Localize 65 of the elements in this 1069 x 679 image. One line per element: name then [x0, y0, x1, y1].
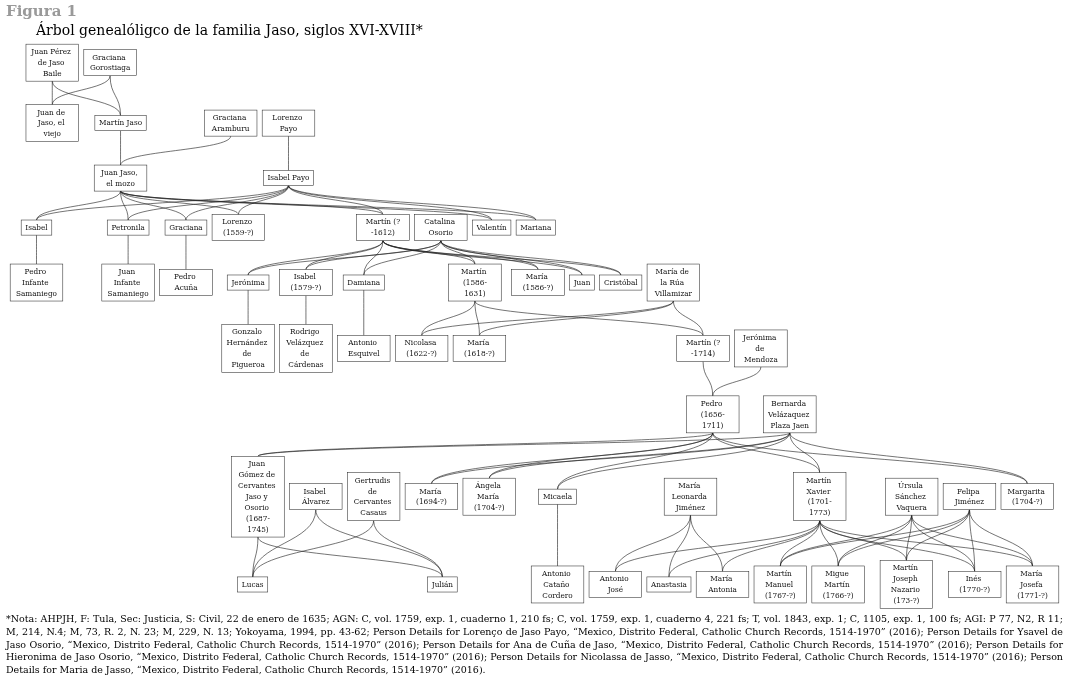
connector	[911, 515, 1033, 567]
connector	[382, 240, 622, 276]
connector	[288, 185, 537, 221]
connector	[431, 432, 714, 485]
connector	[969, 509, 1033, 567]
connector	[488, 432, 791, 479]
connector	[780, 515, 912, 567]
connector	[722, 520, 820, 572]
figure-number: Figura 1	[6, 2, 79, 20]
connector	[789, 432, 1028, 485]
connector	[36, 234, 37, 265]
connector	[51, 75, 111, 106]
connector	[421, 300, 674, 336]
connector	[789, 432, 820, 474]
connector	[615, 520, 820, 572]
connector	[615, 515, 691, 572]
connector	[247, 240, 384, 276]
connector	[780, 509, 970, 567]
connector	[440, 240, 622, 276]
connector	[120, 190, 187, 221]
connector	[819, 520, 1033, 567]
connector	[185, 185, 289, 221]
connector	[837, 509, 970, 567]
connector	[690, 515, 723, 572]
connector	[474, 300, 480, 336]
connector	[257, 536, 443, 578]
connector	[252, 520, 374, 578]
connector	[557, 432, 714, 490]
connector	[288, 185, 384, 215]
connector	[479, 300, 674, 336]
connector	[819, 520, 839, 567]
connector	[120, 190, 384, 215]
connector	[36, 185, 289, 221]
connector	[363, 289, 365, 336]
connector	[712, 432, 1028, 485]
connector	[474, 300, 704, 336]
connector	[431, 432, 791, 485]
figure-title: Árbol genealóligco de la familia Jaso, siglos XVI-XVIII*	[36, 22, 423, 38]
connector	[363, 240, 384, 276]
connector	[363, 240, 442, 276]
connector	[557, 504, 558, 567]
connector	[906, 509, 970, 561]
connector	[127, 185, 289, 221]
connector	[120, 130, 121, 166]
connector	[305, 240, 442, 270]
connector	[247, 240, 442, 276]
connector	[557, 432, 791, 490]
connector	[36, 190, 121, 221]
connector	[120, 135, 231, 166]
connector	[238, 185, 289, 215]
connector	[440, 240, 583, 276]
connector	[315, 509, 443, 578]
connector	[120, 190, 239, 215]
connector	[712, 366, 762, 397]
connector	[51, 81, 121, 117]
connector	[288, 135, 289, 171]
connector	[373, 520, 443, 578]
connector	[673, 300, 704, 336]
source-note: *Nota: AHPJH, F: Tula, Sec: Justicia, S: Civil, 22 de enero de 1635; AGN: C, vol. 1759, exp. 1, cuaderno 1, 210 fs; C, vol. 1759, exp. 1, cuaderno 4, 221 fs; T, vol. 1843, exp. 1; C, 1105, exp. 1, 100 fs; AGI: P 77, N2, R 11; M, 214, N.4; M, 73, R. 2, N. 23; M, 229, N. 13; Yokoyama, 1994, pp. 43-62; Person Details for Lorenço de Jaso Payo, “Mexico, Distrito Federal, Catholic Church Records, 1514-1970” (2016); Person Details for Ysavel de Jaso Osorio, “Mexico, Distrito Federal, Catholic Church Records, 1514-1970” (2016); Person Details for Ana de Cuña de Jaso, “Mexico, Distrito Federal, Catholic Church Records, 1514-1970” (2016); Person Details for Hieronima de Jaso Osorio, “Mexico, Distrito Federal, Catholic Church Records, 1514-1970” (2016); Person Details for Nicolassa de Jasso, “Mexico, Distrito Federal, Catholic Church Records, 1514-1970” (2016); Person Details for Maria de Jasso, “Mexico, Distrito Federal, Catholic Church Records, 1514-1970” (2016).	[6, 612, 1063, 677]
connector	[109, 75, 121, 117]
connector	[288, 185, 492, 221]
connector	[702, 361, 714, 397]
connector	[305, 240, 384, 270]
connector	[819, 520, 975, 572]
connector	[712, 432, 820, 474]
